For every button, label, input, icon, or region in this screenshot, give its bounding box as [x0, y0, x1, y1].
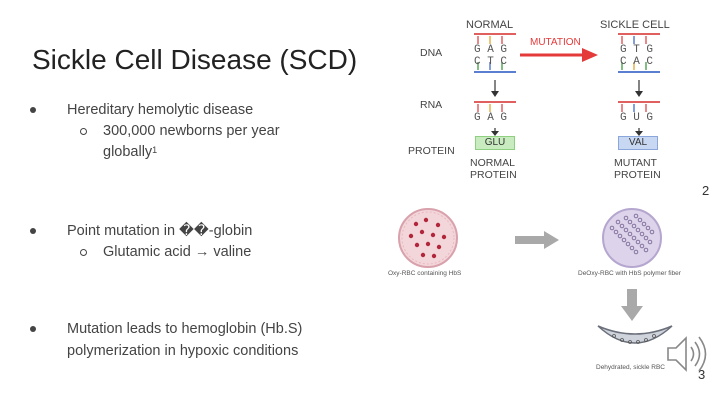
sickle-rbc-caption: Dehydrated, sickle RBC: [596, 364, 665, 371]
sickle-dna-bottom: C A C: [620, 56, 654, 68]
normal-protein-label-2: PROTEIN: [470, 169, 517, 181]
bullet-3-cont: polymerization in hypoxic conditions: [67, 343, 299, 359]
slide-title: Sickle Cell Disease (SCD): [32, 44, 358, 75]
gray-arrow-right: [515, 231, 559, 249]
bullet-3: Mutation leads to hemoglobin (Hb.S): [67, 321, 303, 337]
bullet-dot: [30, 107, 36, 113]
bullet-1: Hereditary hemolytic disease: [67, 102, 254, 118]
deoxy-rbc-caption: DeOxy-RBC with HbS polymer fiber: [578, 270, 681, 277]
footnote-ref: 1: [152, 145, 158, 155]
row-label-dna: DNA: [420, 47, 443, 59]
mutation-label: MUTATION: [530, 37, 581, 48]
normal-rna: G A G: [474, 112, 508, 124]
mutant-protein-label-2: PROTEIN: [614, 169, 661, 181]
footnote-3: 3: [698, 367, 706, 382]
normal-dna-top: G A G: [474, 44, 508, 56]
row-label-rna: RNA: [420, 99, 443, 111]
deoxy-rbc-cell: [602, 208, 662, 268]
bullet-dot: [30, 228, 36, 234]
bullet-1-sub-cont: globally1: [103, 144, 158, 160]
header-sickle: SICKLE CELL: [600, 19, 670, 31]
speaker-icon[interactable]: [662, 332, 710, 376]
oxy-rbc-caption: Oxy-RBC containing HbS: [388, 270, 462, 277]
bullet-1-sub: 300,000 newborns per year: [103, 123, 280, 139]
sickle-dna-top: G T G: [620, 44, 654, 56]
bullet-dot: [30, 326, 36, 332]
normal-aa-box: GLU: [475, 136, 515, 150]
mutant-protein-label-1: MUTANT: [614, 157, 657, 169]
sub-bullet-ring: [80, 249, 87, 256]
footnote-2: 2: [702, 183, 710, 198]
header-normal: NORMAL: [466, 19, 514, 31]
sickle-rna: G U G: [620, 112, 654, 124]
sickle-aa-box: VAL: [618, 136, 658, 150]
normal-dna-strands: [474, 33, 516, 136]
sickle-dna-strands: [618, 33, 660, 136]
normal-dna-bottom: C T C: [474, 56, 508, 68]
gray-arrow-down: [621, 289, 643, 321]
oxy-rbc-cell: [398, 208, 458, 268]
bullet-2: Point mutation in ��-globin: [67, 223, 253, 239]
sickle-rbc-cell: [597, 325, 673, 344]
mutation-arrow: [520, 48, 598, 62]
row-label-protein: PROTEIN: [408, 145, 455, 157]
sub-bullet-ring: [80, 128, 87, 135]
bullet-2-sub: Glutamic acid → valine: [103, 244, 252, 260]
normal-protein-label-1: NORMAL: [470, 157, 515, 169]
